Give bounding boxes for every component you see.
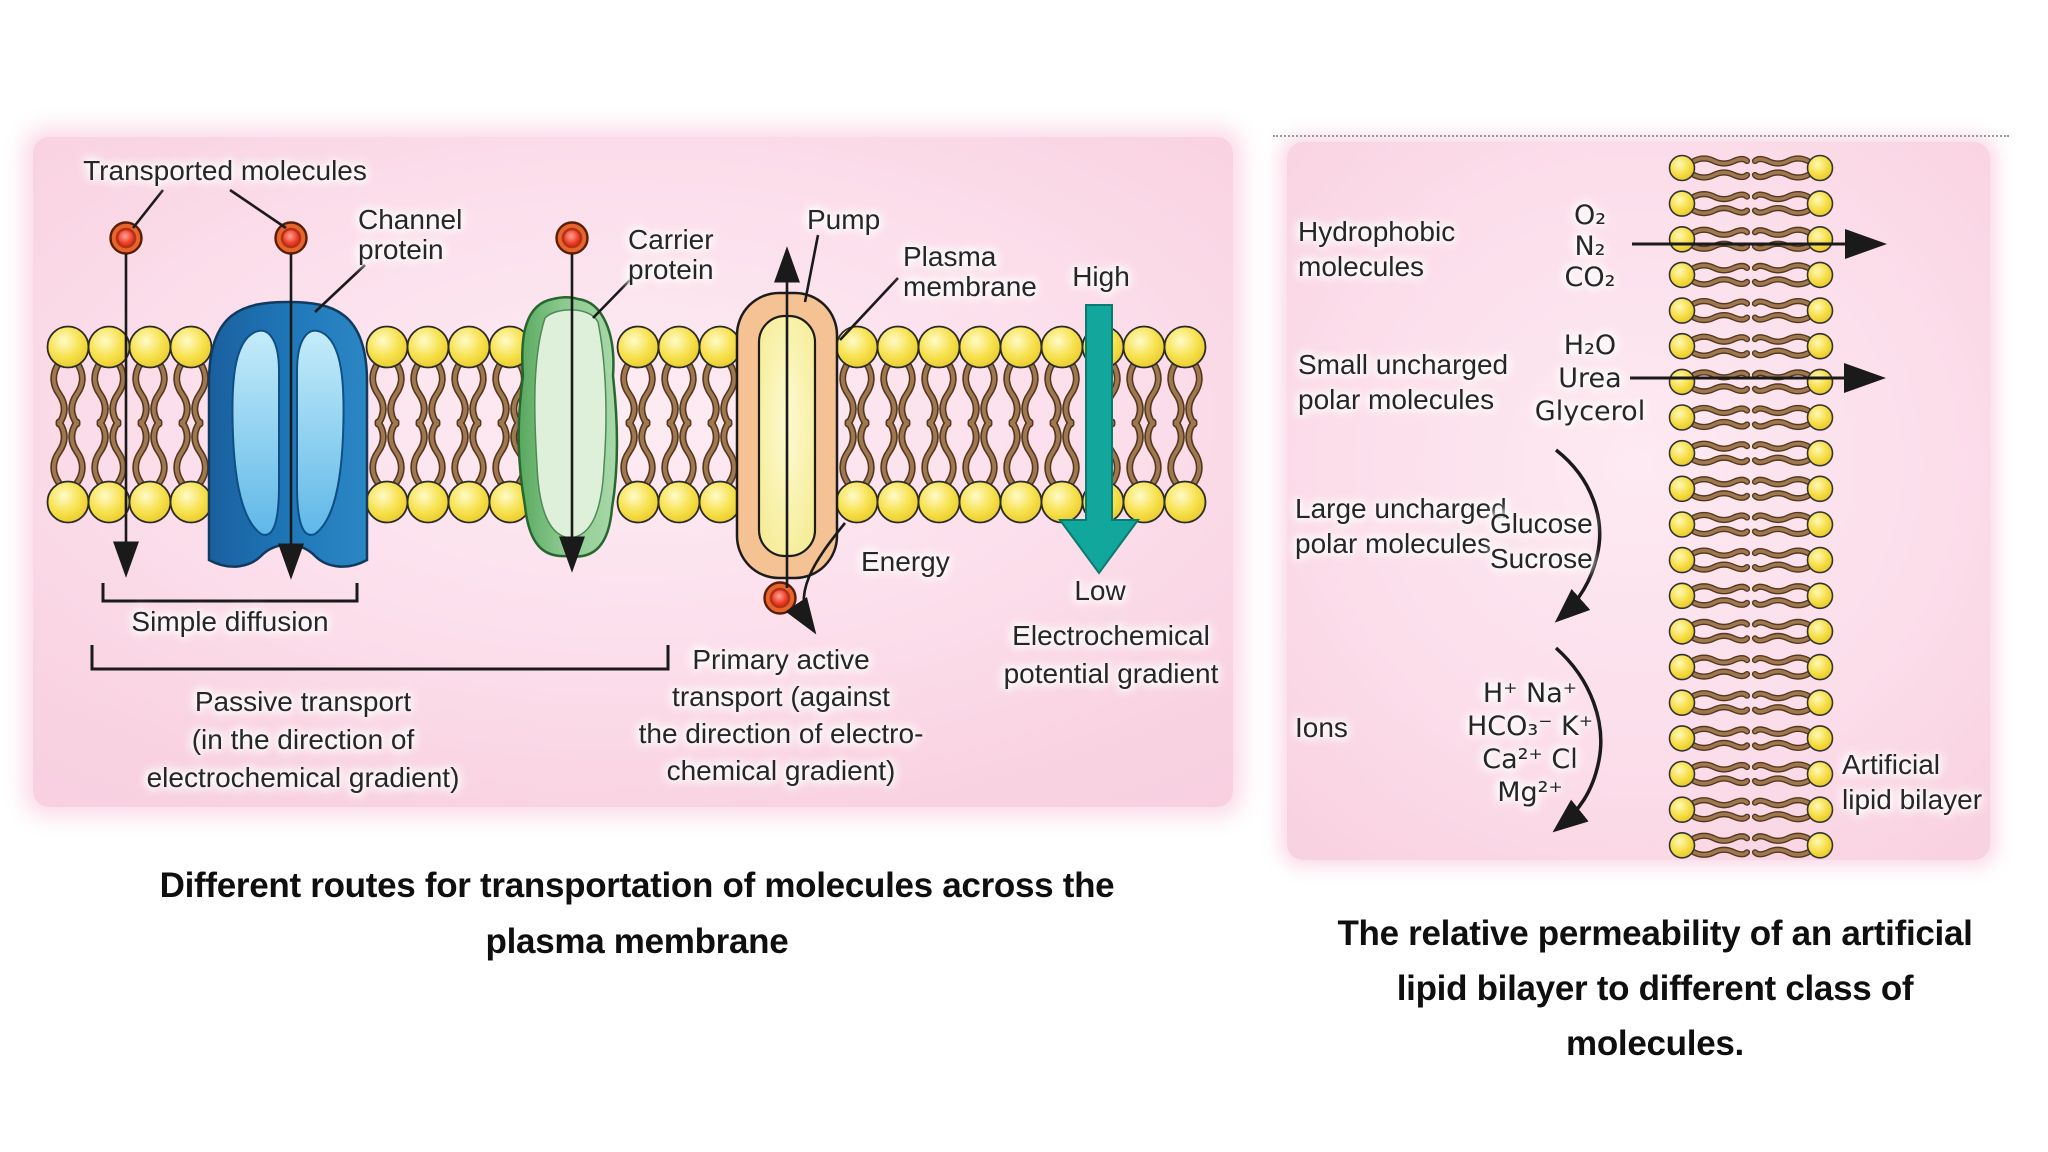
blocked-arrow-large-polar [1554, 448, 1602, 623]
blocked-arrow-ions [1552, 646, 1603, 833]
low-label: Low [1074, 575, 1126, 606]
high-label: High [1072, 261, 1130, 292]
energy-arrow-icon [785, 522, 847, 635]
transported-molecules-label: Transported molecules [83, 155, 367, 186]
artificial-lipid-bilayer-label: Artificial lipid bilayer [1842, 749, 1983, 815]
plasma-membrane-diagram [33, 188, 1243, 671]
electrochemical-gradient-label: Electrochemical potential gradient [1003, 620, 1219, 689]
hydrophobic-examples-list: O₂ N₂ CO₂ [1564, 200, 1616, 293]
divider-dotted-line [1273, 135, 2009, 137]
small-uncharged-examples-list: H₂O Urea Glycerol [1534, 330, 1646, 427]
channel-protein-label: Channel protein [358, 204, 463, 265]
large-uncharged-examples-list: Glucose Sucrose [1490, 508, 1593, 574]
carrier-protein-label: Carrier protein [628, 224, 714, 285]
gradient-arrow-icon [1058, 304, 1140, 575]
leader-lines [131, 188, 899, 341]
right-figure-caption: The relative permeability of an artifici… [1337, 914, 1973, 1063]
primary-active-transport-label: Primary active transport (against the di… [638, 644, 924, 786]
passive-transport-label: Passive transport (in the direction of e… [146, 686, 460, 793]
carrier-protein-shape [517, 295, 619, 558]
right-pink-panel [1287, 142, 1990, 860]
ion-examples-list: H⁺ Na⁺ HCO₃⁻ K⁺ Ca²⁺ Cl Mg²⁺ [1466, 678, 1594, 808]
left-figure-caption: Different routes for transportation of m… [159, 866, 1115, 961]
simple-diffusion-bracket [101, 583, 359, 603]
pump-label: Pump [807, 204, 881, 235]
artificial-lipid-bilayer [1670, 156, 1833, 858]
energy-label: Energy [861, 546, 950, 577]
large-uncharged-label: Large uncharged polar molecules [1295, 493, 1507, 559]
artificial-bilayer-diagram [1552, 142, 1887, 860]
small-uncharged-label: Small uncharged polar molecules [1298, 349, 1509, 415]
ions-label: Ions [1295, 712, 1348, 743]
channel-protein-shape [207, 300, 369, 568]
hydrophobic-molecules-label: Hydrophobic molecules [1298, 216, 1456, 282]
simple-diffusion-label: Simple diffusion [131, 606, 329, 637]
plasma-membrane-label: Plasma membrane [903, 241, 1037, 302]
passive-transport-bracket [90, 645, 670, 671]
